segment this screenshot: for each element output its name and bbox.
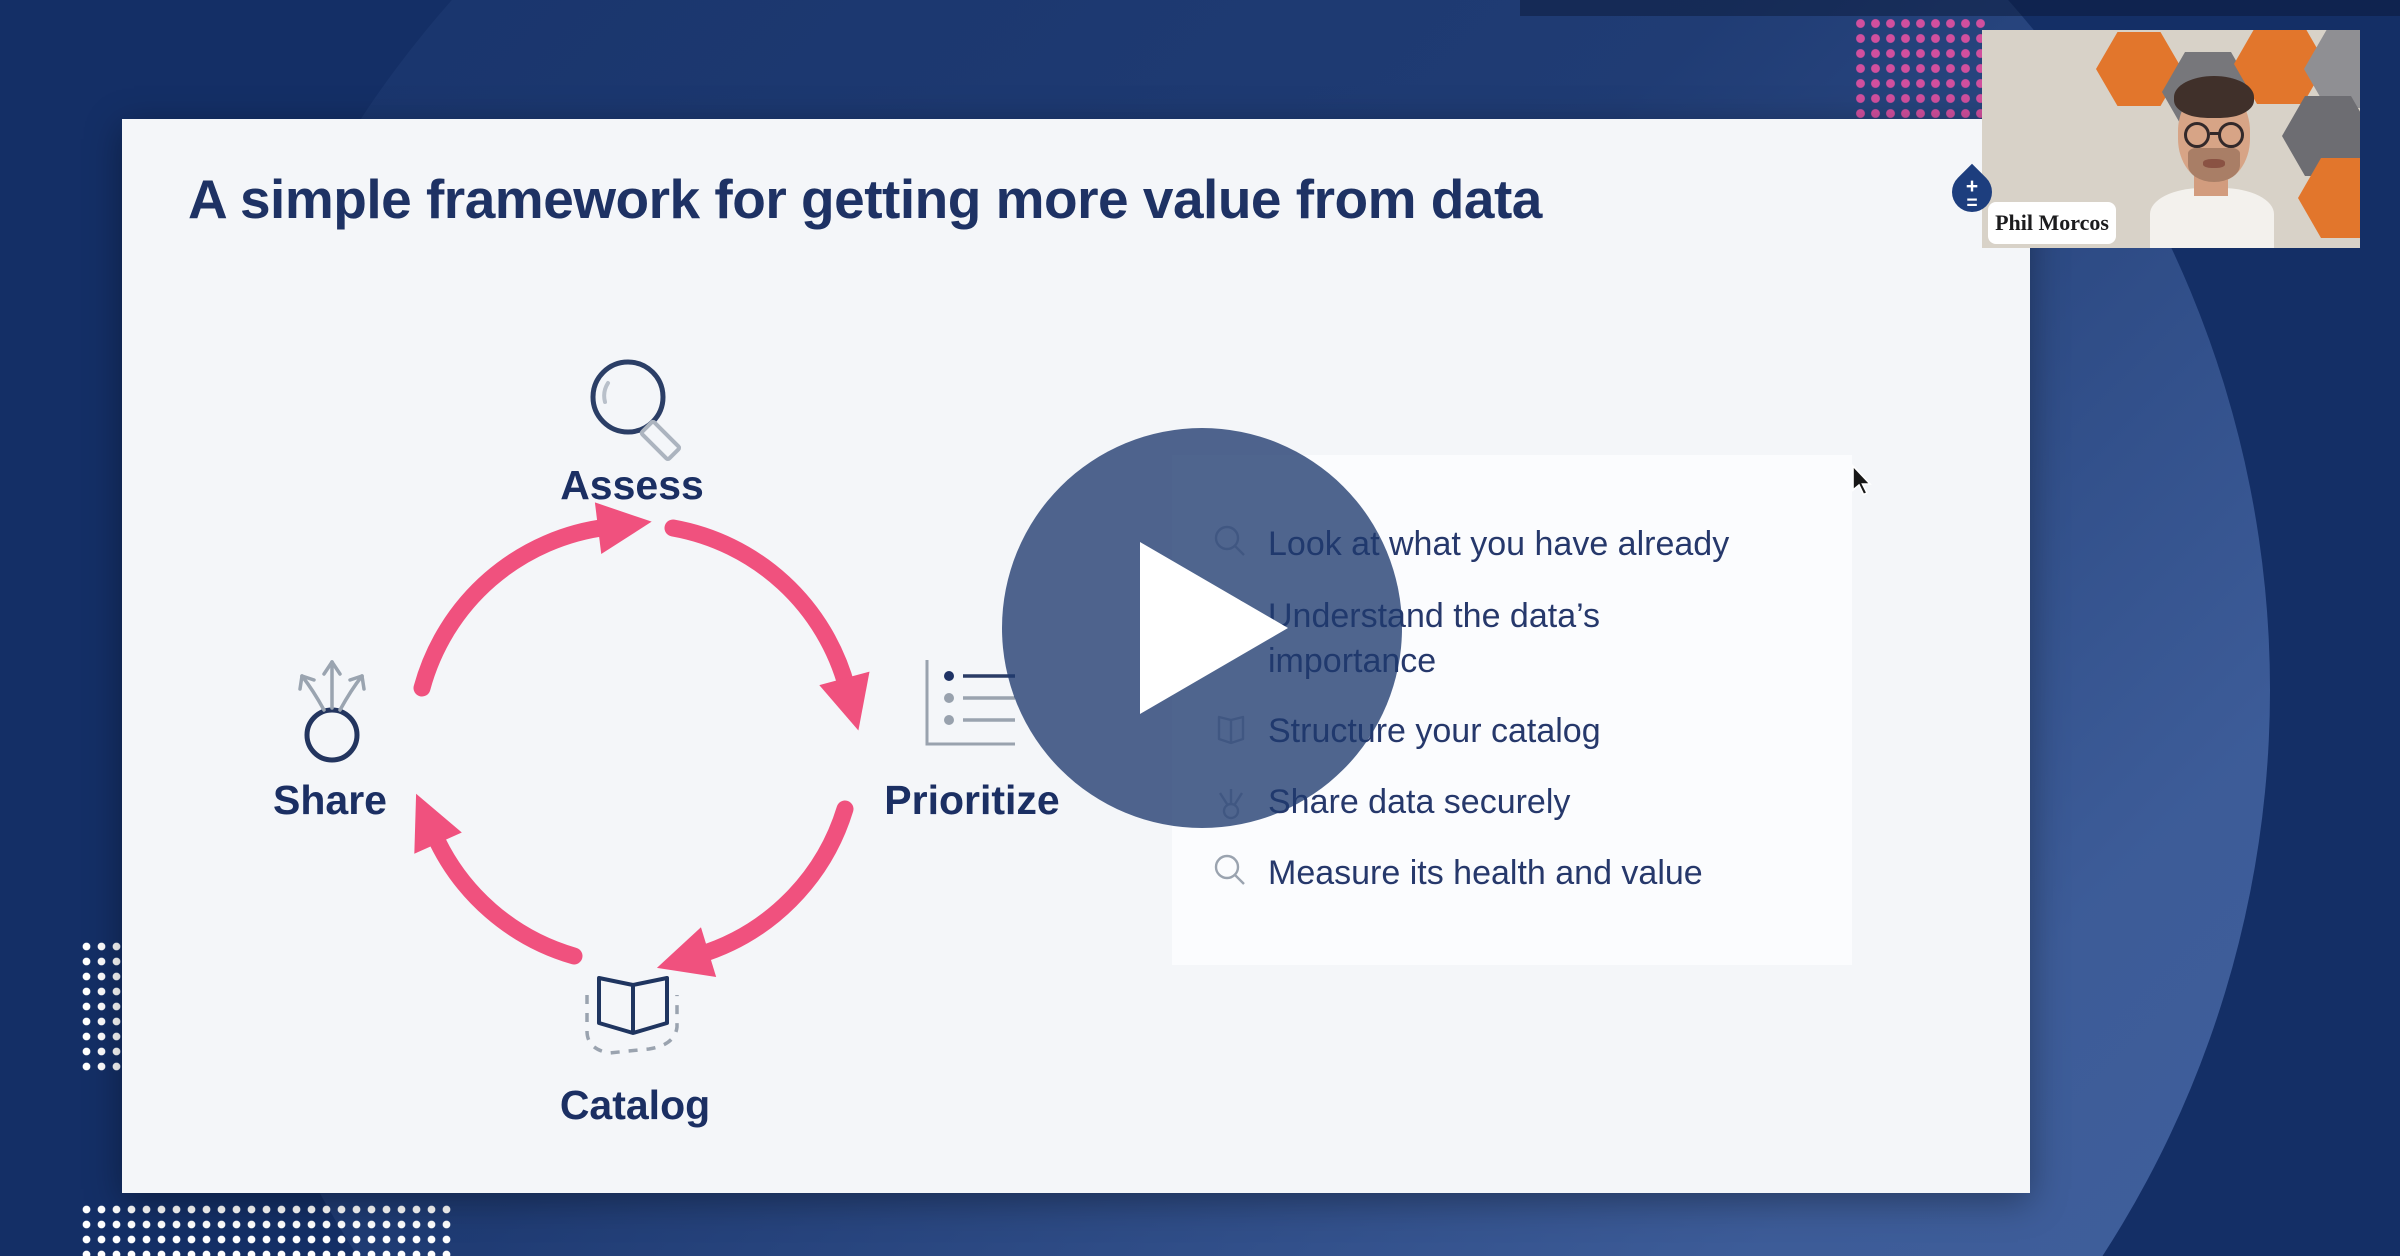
droplet-logo-symbols: + = (1965, 175, 1979, 214)
cycle-label-prioritize: Prioritize (884, 777, 1060, 823)
webcam-thumbnail: Phil Morcos (1982, 30, 2360, 248)
cycle-label-share: Share (273, 777, 387, 823)
white-dot-grid-left (79, 939, 126, 1072)
slide-title: A simple framework for getting more valu… (188, 168, 1542, 230)
magnifier-icon (590, 359, 682, 462)
glasses-lens (2218, 122, 2244, 148)
cycle-label-assess: Assess (560, 462, 704, 508)
list-item: Measure its health and value (1212, 851, 1703, 896)
magnifier-icon (1214, 854, 1245, 885)
cycle-arrows (413, 502, 870, 977)
pink-dot-grid (1853, 16, 1985, 120)
mouse-cursor-icon (1852, 463, 1872, 496)
speaker-shirt (2150, 188, 2274, 248)
glasses-bridge (2210, 132, 2219, 135)
speaker-name-tag: Phil Morcos (1988, 202, 2116, 244)
play-icon (1140, 542, 1288, 714)
cycle-label-catalog: Catalog (559, 1082, 711, 1128)
speaker-hair (2174, 76, 2254, 118)
open-book-icon (585, 976, 679, 1055)
share-arrows-icon (298, 660, 366, 763)
list-icon (925, 660, 1015, 746)
speaker-mouth (2203, 159, 2225, 168)
glasses-lens (2184, 122, 2210, 148)
play-button[interactable] (1002, 428, 1402, 828)
white-dot-grid-bottom (79, 1202, 457, 1256)
list-item-text: Measure its health and value (1268, 854, 1703, 892)
background-top-band (1520, 0, 2400, 16)
